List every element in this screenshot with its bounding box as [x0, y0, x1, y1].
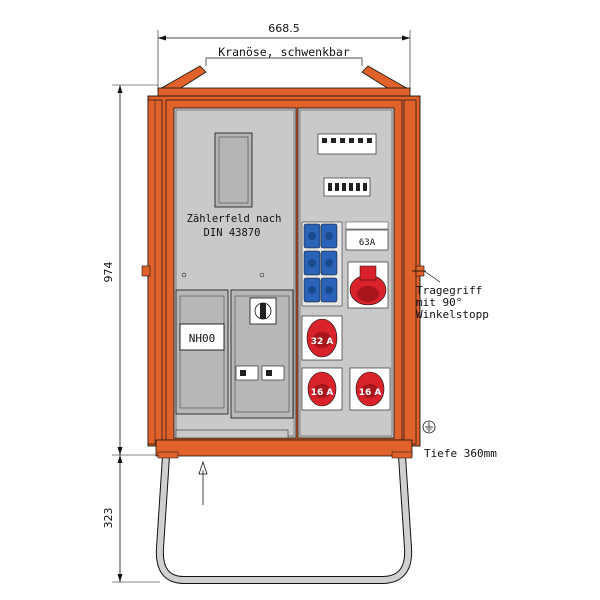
handle-text-2: mit 90° — [416, 296, 462, 309]
socket-16a-left-label: 16 A — [311, 388, 334, 398]
cee-red-plug-large — [347, 261, 389, 309]
carry-handle-annotation: Tragegriff mit 90° Winkelstopp — [412, 270, 489, 321]
height-cabinet-value: 974 — [102, 262, 115, 283]
roof — [157, 65, 411, 98]
cee-socket-16a-left: 16 A — [301, 367, 343, 411]
main-switch-box — [230, 289, 294, 419]
height-dimensions: 974 323 — [102, 84, 160, 583]
nh00-fuse-box: NH00 — [175, 289, 229, 415]
depth-text: Tiefe 360mm — [424, 447, 497, 460]
socket-16a-right-label: 16 A — [359, 388, 382, 398]
handle-text-3: Winkelstopp — [416, 308, 489, 321]
width-value: 668.5 — [268, 22, 300, 35]
meter-field-text-1: Zählerfeld nach — [187, 213, 282, 225]
earth-ground-icon — [422, 420, 436, 434]
handle-text-1: Tragegriff — [416, 284, 482, 297]
up-arrow-icon — [198, 460, 208, 505]
crane-eye-label: Kranöse, schwenkbar — [205, 45, 363, 66]
schuko-socket-icon — [303, 223, 338, 303]
breaker-rating-label: 63A — [359, 238, 376, 248]
breaker-row-middle — [323, 177, 371, 197]
height-frame-value: 323 — [102, 508, 115, 529]
cee-socket-32a: 32 A — [301, 315, 343, 361]
cee-socket-16a-right: 16 A — [349, 367, 391, 411]
nh00-label: NH00 — [189, 332, 216, 345]
meter-field-text-2: DIN 43870 — [204, 227, 261, 239]
width-dimension: 668.5 — [157, 22, 411, 90]
socket-32a-label: 32 A — [311, 337, 334, 347]
breaker-row-top — [317, 133, 377, 155]
stand-frame — [155, 451, 413, 584]
schuko-sockets — [301, 221, 343, 307]
crane-eye-text: Kranöse, schwenkbar — [218, 45, 350, 59]
meter-window — [214, 132, 253, 208]
